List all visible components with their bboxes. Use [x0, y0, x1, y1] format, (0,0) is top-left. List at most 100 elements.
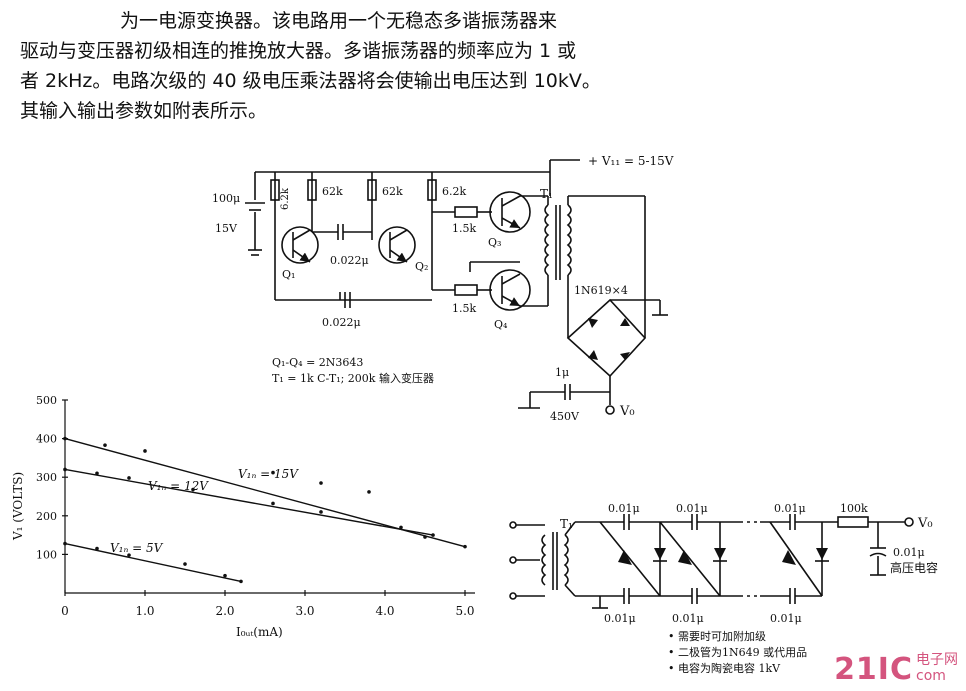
q2-label: Q₂: [415, 260, 428, 273]
watermark-sub2: com: [916, 668, 946, 684]
data-point: [95, 471, 99, 476]
multiplier-note-3: • 电容为陶瓷电容 1kV: [668, 661, 781, 675]
diode-bridge: [566, 298, 647, 378]
watermark-sub1: 电子网: [916, 652, 958, 668]
y-tick-label: 500: [36, 394, 57, 407]
data-point: [103, 443, 107, 447]
x-tick-label: 0: [61, 604, 69, 618]
series-label: V₁ₙ = 5V: [110, 541, 164, 555]
cap-100u-label: 100μ: [212, 192, 240, 205]
data-point: [423, 535, 427, 539]
output-voltage-chart: V₁ (VOLTS) I₀ᵤₜ(mA) 100 200 300 400 500 0 1.0…: [11, 394, 475, 639]
data-point: [271, 470, 275, 475]
intro-paragraph: 为一电源变换器。该电路用一个无稳态多谐振荡器来 驱动与变压器初级相连的推挽放大器…: [20, 6, 780, 126]
data-point: [127, 476, 131, 480]
r1-label: 6.2k: [280, 187, 291, 210]
multiplier-note-1: • 需要时可加附加级: [668, 629, 766, 643]
series-line: [64, 542, 242, 583]
resistor-label: 100k: [840, 502, 868, 515]
data-point: [127, 553, 131, 557]
r4-label: 6.2k: [442, 185, 466, 198]
y-tick-label: 100: [36, 548, 57, 561]
transistor-q2: [378, 226, 416, 264]
data-point: [431, 533, 435, 537]
vo-label: V₀: [619, 404, 635, 419]
data-point: [63, 436, 67, 441]
multiplier-circuit: T₁ V₀ 100k 0.01μ 0.01μ 0.01μ: [509, 502, 938, 675]
oscillator-circuit: + V₁₁ = 5-15V 100μ 15V 6.2k 62k 62k 6.2k: [212, 154, 674, 423]
note-transformer: T₁ = 1k C-T₁; 200k 输入变压器: [272, 371, 434, 385]
series-label: V₁ₙ = 15V: [238, 467, 299, 481]
data-point: [223, 573, 227, 578]
x-tick-label: 3.0: [295, 604, 314, 618]
cap-label-1: 0.01μ: [608, 502, 640, 515]
intro-line-2: 驱动与变压器初级相连的推挽放大器。多谐振荡器的频率应为 1 或: [20, 40, 577, 62]
data-point: [63, 467, 67, 472]
intro-line-4: 其输入输出参数如附表所示。: [20, 100, 268, 122]
r6-label: 1.5k: [452, 302, 476, 315]
r3-label: 62k: [382, 185, 403, 198]
out-cap-label: 1μ: [555, 366, 569, 379]
data-point: [95, 546, 99, 551]
data-point: [319, 481, 323, 485]
cap-label-4: 0.01μ: [604, 612, 636, 625]
hv-cap-label: 高压电容: [890, 560, 938, 575]
y-tick-label: 200: [36, 510, 57, 523]
q1-label: Q₁: [282, 268, 295, 281]
diodes-label: 1N619×4: [574, 284, 628, 297]
resistor-r1: [270, 179, 280, 201]
x-tick-label: 2.0: [215, 604, 234, 618]
x-tick-label: 4.0: [375, 604, 394, 618]
watermark-21ic: 21IC: [834, 652, 913, 687]
x-tick-label: 5.0: [455, 604, 474, 618]
multiplier-secondary: [563, 534, 569, 586]
note-transistors: Q₁-Q₄ = 2N3643: [272, 356, 363, 369]
data-point: [183, 562, 187, 566]
data-point: [63, 541, 67, 546]
data-point: [399, 525, 403, 530]
multiplier-t1-label: T₁: [560, 517, 573, 531]
transformer-primary: [544, 204, 550, 276]
resistor-r3: [367, 179, 377, 201]
supply-label: + V₁₁ = 5-15V: [588, 154, 674, 168]
x-tick-label: 1.0: [135, 604, 154, 618]
cap-label-5: 0.01μ: [672, 612, 704, 625]
hv-cap-value: 0.01μ: [893, 546, 925, 559]
series-label: V₁ₙ = 12V: [148, 479, 209, 493]
data-point: [463, 544, 467, 549]
resistor-r2: [307, 179, 317, 201]
c1-label: 0.022μ: [330, 254, 369, 267]
y-tick-label: 300: [36, 471, 57, 484]
transistor-q3: [489, 191, 531, 233]
multiplier-vo-label: V₀: [917, 516, 933, 531]
transistor-q1: [281, 226, 319, 264]
battery-label: 15V: [215, 222, 238, 235]
resistor-r4: [427, 179, 437, 201]
cap-label-2: 0.01μ: [676, 502, 708, 515]
data-point: [319, 510, 323, 514]
intro-line-3: 者 2kHz。电路次级的 40 级电压乘法器将会使输出电压达到 10kV。: [20, 70, 601, 92]
data-point: [143, 449, 147, 453]
data-point: [367, 490, 371, 494]
data-point: [271, 501, 275, 506]
series-line: [64, 468, 434, 536]
y-tick-label: 400: [36, 433, 57, 446]
q3-label: Q₃: [488, 236, 501, 249]
data-point: [239, 579, 243, 584]
transformer-secondary: [566, 204, 572, 276]
cap-label-3: 0.01μ: [774, 502, 806, 515]
multiplier-note-2: • 二极管为1N649 或代用品: [668, 645, 807, 659]
cap-label-6: 0.01μ: [770, 612, 802, 625]
multiplier-primary: [541, 534, 547, 586]
t1-label: T₁: [540, 187, 553, 201]
y-axis-label: V₁ (VOLTS): [11, 472, 25, 541]
resistor-100k: [837, 516, 869, 528]
diode-ladder: [599, 521, 829, 597]
out-cap-voltage: 450V: [550, 410, 580, 423]
c2-label: 0.022μ: [322, 316, 361, 329]
data-point: [191, 487, 195, 492]
x-axis-label: I₀ᵤₜ(mA): [236, 625, 283, 639]
